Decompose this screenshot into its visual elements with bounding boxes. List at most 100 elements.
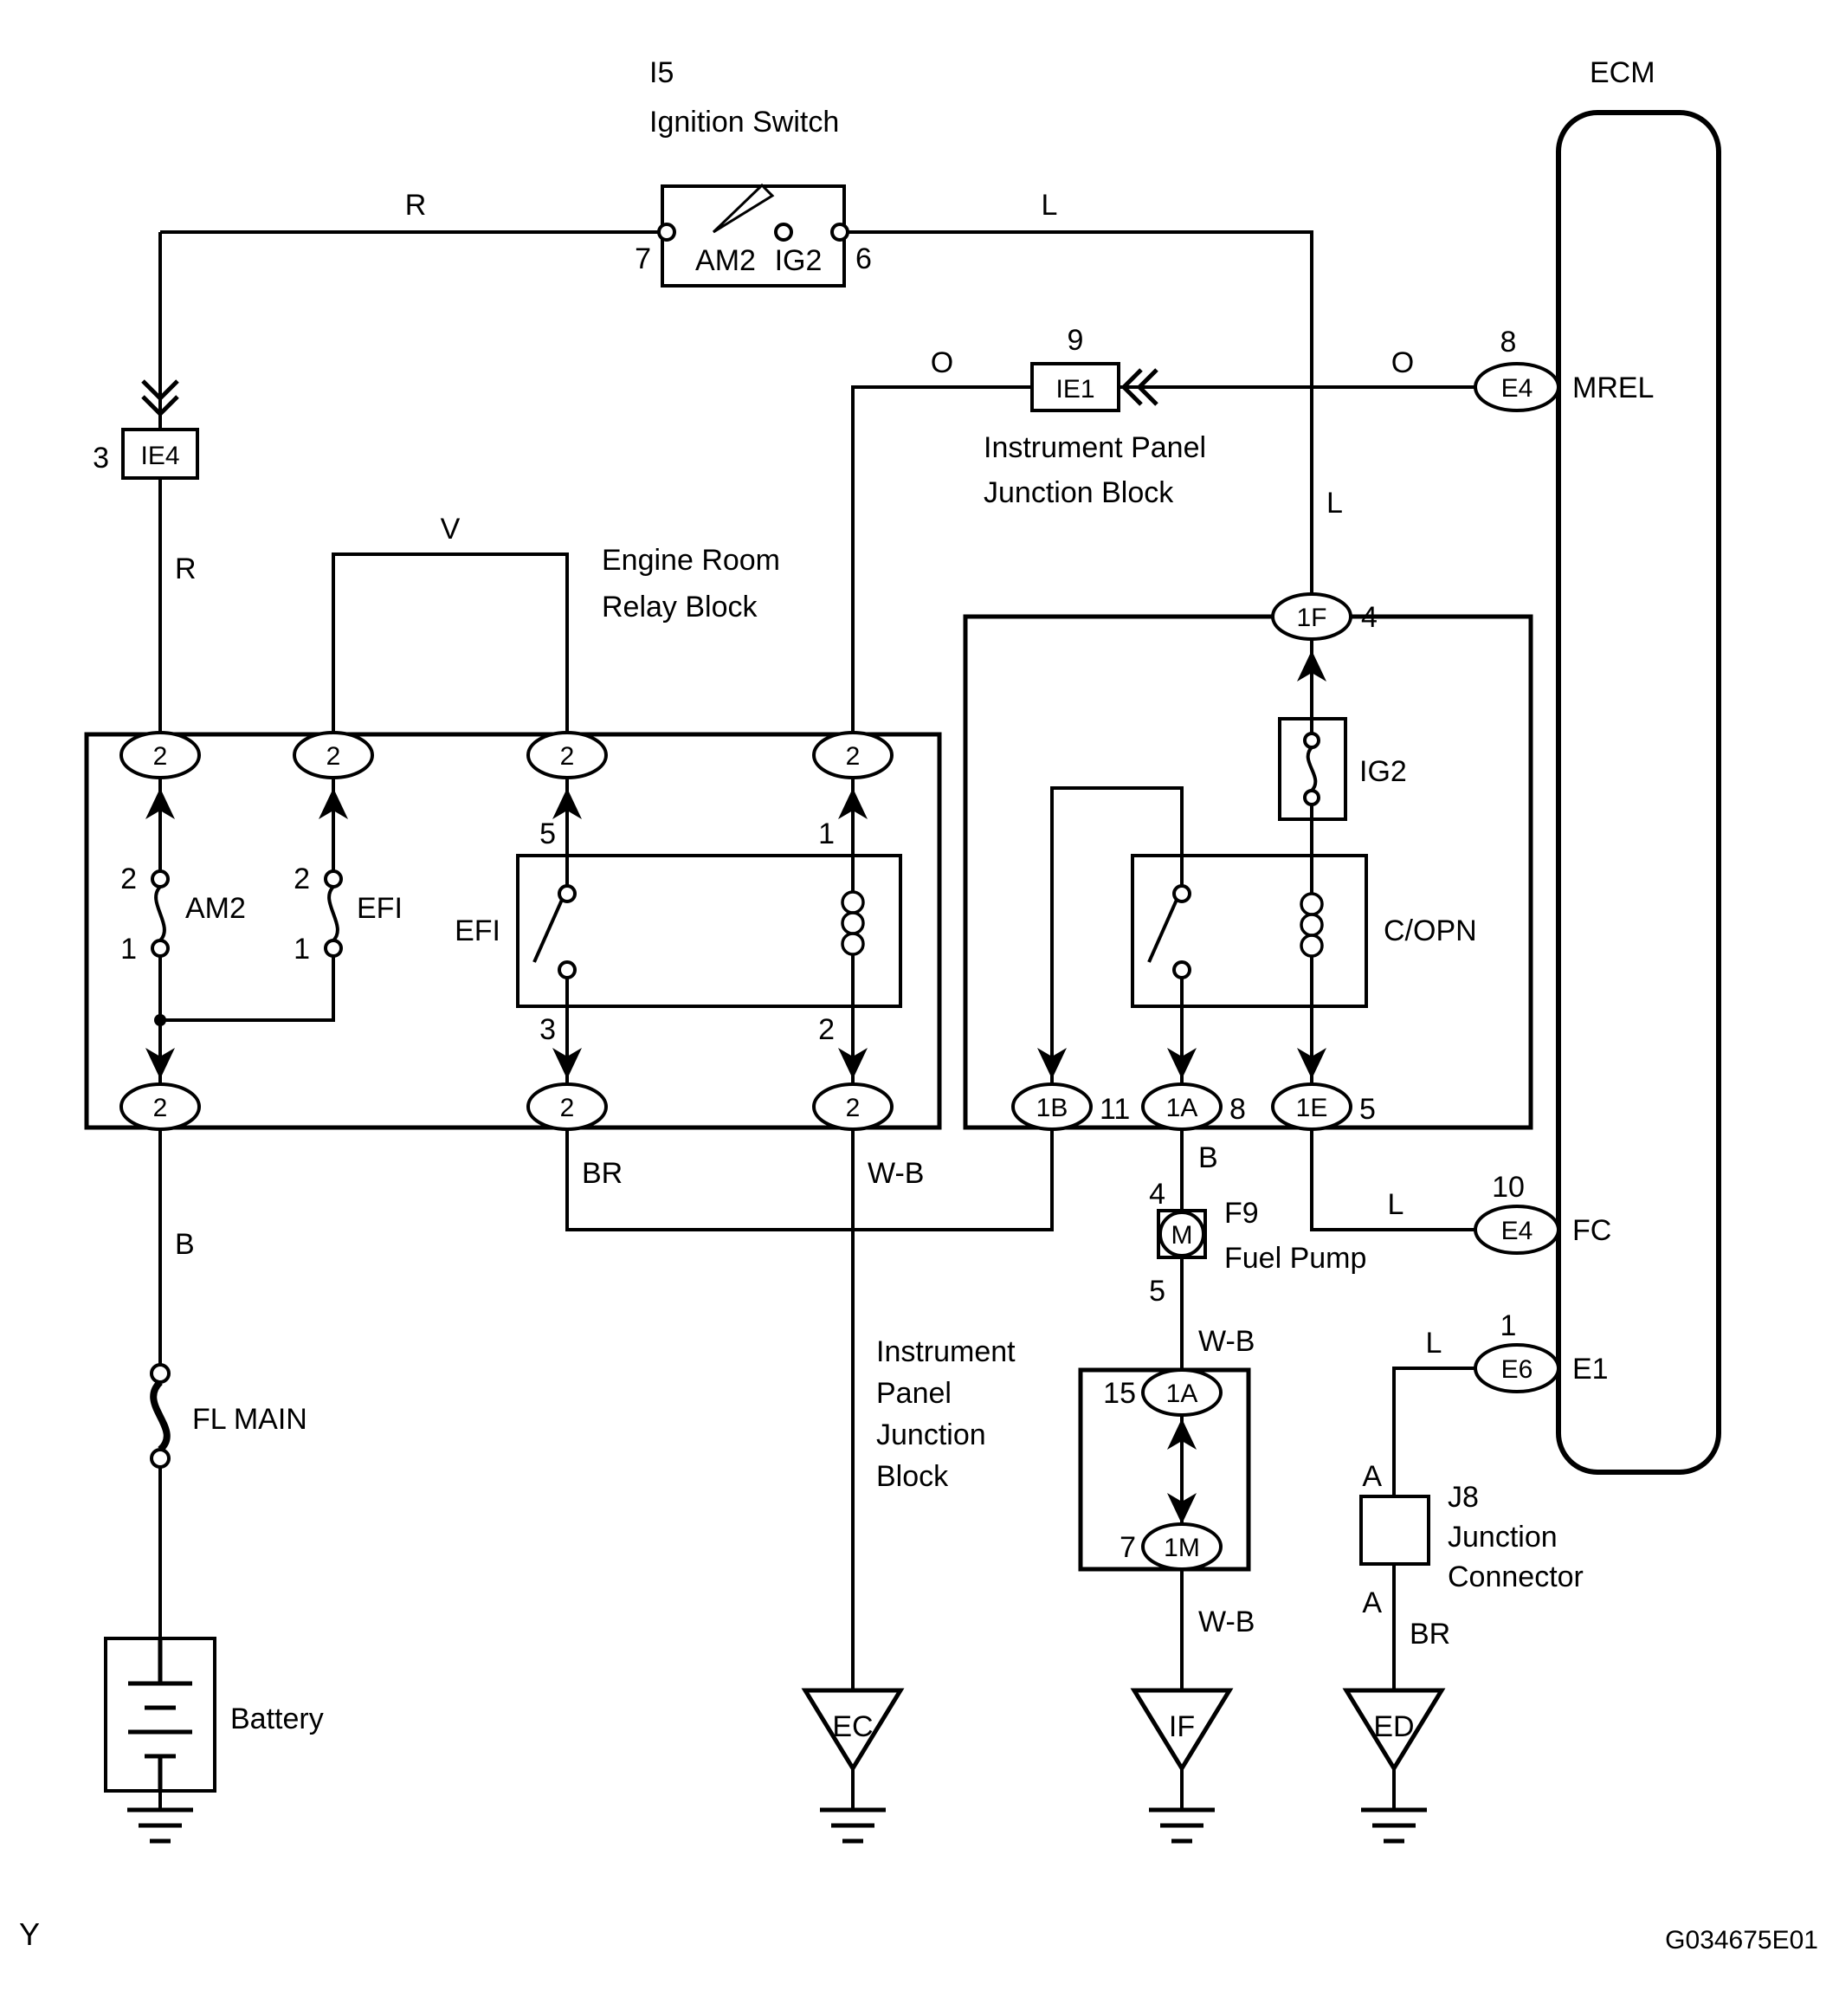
efi-fuse-pin-bottom bbox=[324, 939, 343, 958]
connector-2-top-am2 bbox=[119, 731, 201, 779]
wire-label-br: BR bbox=[582, 1157, 623, 1190]
connector-jb-1m-label: 1M bbox=[1164, 1534, 1200, 1562]
oval-2-label: 2 bbox=[153, 1094, 168, 1122]
text-labels: I5 Ignition Switch 7 AM2 IG2 6 ECM 8 E4 … bbox=[19, 56, 1818, 1955]
wire-label-l-top: L bbox=[1042, 189, 1058, 222]
connector-e6-e1 bbox=[1474, 1343, 1560, 1393]
wire-label-wb-pump: W-B bbox=[1198, 1325, 1255, 1358]
wire-l-top bbox=[844, 230, 1313, 594]
connector-e4-fc bbox=[1474, 1205, 1560, 1255]
battery-symbol bbox=[128, 1638, 192, 1791]
ig2-fuse-pin-bottom bbox=[1303, 789, 1320, 806]
arrow-down-icon bbox=[145, 1048, 175, 1079]
connector-1e-pin: 5 bbox=[1359, 1093, 1376, 1126]
wire-label-wb-ec: W-B bbox=[868, 1157, 924, 1190]
ignition-ig2-contact bbox=[774, 223, 793, 242]
ec-ground-label: EC bbox=[832, 1710, 873, 1743]
wire-1b-to-switch bbox=[1050, 786, 1184, 1084]
copn-relay-switch-pin-bottom bbox=[1172, 960, 1191, 979]
connector-1b-pin: 11 bbox=[1100, 1093, 1130, 1126]
fuel-pump-id-label: F9 bbox=[1224, 1197, 1259, 1230]
fl-main-pin-top bbox=[150, 1363, 171, 1384]
fl-main-pin-bottom bbox=[150, 1448, 171, 1469]
efi-relay-pin3-label: 3 bbox=[539, 1013, 556, 1046]
arrow-down-icon bbox=[1037, 1048, 1067, 1079]
wire-label-o-right: O bbox=[1391, 346, 1414, 379]
arrow-down-icon bbox=[838, 1048, 868, 1079]
ie4-connector-box bbox=[121, 428, 199, 480]
connector-2-bottom-coil bbox=[812, 1082, 894, 1131]
oval-connectors bbox=[119, 362, 1560, 1571]
ig2-fuse-pin-top bbox=[1303, 732, 1320, 749]
wire-1e-to-fc bbox=[1310, 1129, 1475, 1231]
fuel-pump-motor-label: M bbox=[1171, 1221, 1193, 1250]
am2-fuse-element bbox=[154, 885, 166, 942]
j8-name-label-2: Connector bbox=[1448, 1560, 1584, 1593]
fuel-pump-name-label: Fuel Pump bbox=[1224, 1242, 1366, 1275]
wire-efi-fuse-branch bbox=[160, 956, 335, 1022]
connector-1a-pin: 8 bbox=[1229, 1093, 1246, 1126]
ig2-fuse-label: IG2 bbox=[1359, 755, 1407, 788]
ignition-am2-terminal-label: AM2 bbox=[695, 244, 756, 277]
copn-relay-box bbox=[1131, 854, 1368, 1008]
connector-jb-1a-label: 1A bbox=[1166, 1380, 1198, 1408]
arrow-up-icon bbox=[145, 788, 175, 819]
oval-2-label: 2 bbox=[846, 742, 861, 771]
ignition-id-label: I5 bbox=[649, 56, 674, 89]
connector-1f-label: 1F bbox=[1296, 604, 1326, 632]
engine-room-relay-block-title-2: Relay Block bbox=[602, 591, 758, 624]
ecm-fc-terminal: FC bbox=[1572, 1214, 1611, 1247]
am2-fuse-pin-top-label: 2 bbox=[120, 863, 137, 895]
wire-label-b-battery: B bbox=[175, 1228, 195, 1261]
connector-2-top-efi bbox=[293, 731, 374, 779]
connector-1e bbox=[1271, 1082, 1352, 1131]
oval-2-label: 2 bbox=[560, 1094, 575, 1122]
connector-1a bbox=[1141, 1082, 1223, 1131]
if-ground-label: IF bbox=[1169, 1710, 1195, 1743]
efi-fuse-label: EFI bbox=[357, 892, 403, 925]
arrow-up-icon bbox=[319, 788, 348, 819]
ip-junction-block-lower-box bbox=[1078, 1367, 1251, 1572]
oval-2-label: 2 bbox=[326, 742, 341, 771]
copn-relay-coil bbox=[1300, 892, 1324, 958]
fuel-pump-motor-circle bbox=[1158, 1211, 1205, 1257]
efi-fuse-pin-bottom-label: 1 bbox=[294, 933, 310, 966]
ed-ground-triangle bbox=[1342, 1688, 1446, 1773]
ecm-box bbox=[1556, 110, 1721, 1475]
wire-label-l-ig2: L bbox=[1326, 487, 1343, 520]
j8-pin-top-label: A bbox=[1362, 1460, 1382, 1493]
ip-junction-block-lower-title-3: Junction bbox=[876, 1418, 986, 1451]
ie4-chevron-icon bbox=[141, 379, 179, 402]
ip-junction-block-lower-title-4: Block bbox=[876, 1460, 949, 1493]
wire-label-br-ground: BR bbox=[1410, 1618, 1450, 1651]
efi-fuse-element bbox=[327, 885, 339, 942]
connector-e4-mrel bbox=[1474, 362, 1560, 412]
oval-2-label: 2 bbox=[153, 742, 168, 771]
connector-jb-1a bbox=[1141, 1368, 1223, 1417]
wire-label-wb-lower: W-B bbox=[1198, 1606, 1255, 1638]
ignition-lever bbox=[712, 183, 775, 234]
junction-dot bbox=[154, 1014, 166, 1026]
am2-fuse-pin-top bbox=[151, 869, 170, 888]
efi-relay-pin5-label: 5 bbox=[539, 817, 556, 850]
efi-relay-pin2-label: 2 bbox=[818, 1013, 835, 1046]
connector-1b-label: 1B bbox=[1036, 1094, 1068, 1122]
fl-main-element bbox=[150, 1380, 171, 1452]
fl-main-label: FL MAIN bbox=[192, 1403, 307, 1436]
ecm-mrel-terminal: MREL bbox=[1572, 372, 1654, 404]
copn-relay-switch-blade bbox=[1147, 899, 1178, 963]
ec-ground-icon bbox=[820, 1807, 886, 1844]
connector-1f bbox=[1271, 592, 1352, 641]
efi-relay-label: EFI bbox=[455, 914, 500, 947]
copn-relay-switch-pin-top bbox=[1172, 884, 1191, 903]
fuel-pump-pin4-label: 4 bbox=[1149, 1178, 1165, 1211]
ip-junction-block-lower-title-2: Panel bbox=[876, 1377, 952, 1410]
am2-fuse-pin-bottom bbox=[151, 939, 170, 958]
ignition-pin7-label: 7 bbox=[635, 242, 651, 275]
ip-junction-block-box bbox=[963, 614, 1533, 1130]
wire-label-r-top: R bbox=[405, 189, 427, 222]
connector-2-top-coil bbox=[812, 731, 894, 779]
ed-ground-icon bbox=[1361, 1807, 1427, 1844]
